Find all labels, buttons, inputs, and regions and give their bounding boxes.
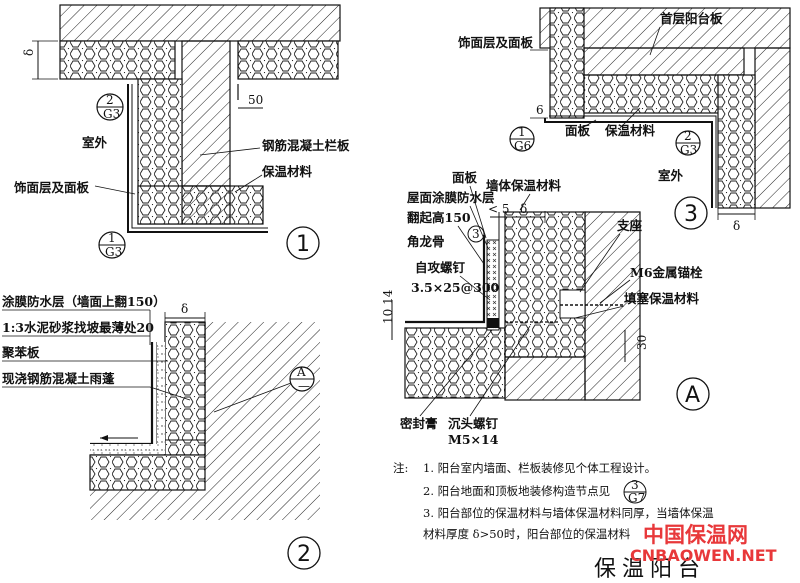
label-tap-spec: 3.5×25@300 bbox=[411, 280, 500, 295]
insulation-band bbox=[504, 211, 586, 358]
note-4: 材料厚度 δ>50时，阳台部位的保温材料 bbox=[423, 527, 631, 541]
detail-number-circle bbox=[674, 196, 708, 230]
insulation-band bbox=[404, 327, 506, 399]
callout-2-g3: 2 G3 bbox=[675, 129, 701, 157]
dim-delta: δ bbox=[181, 302, 188, 316]
note-2-callout: 3 G7 bbox=[623, 478, 647, 505]
insulation-band bbox=[59, 40, 176, 80]
insulation-band bbox=[164, 321, 206, 456]
note-1: 1. 阳台室内墙面、栏板装修见个体工程设计。 bbox=[423, 461, 656, 475]
dim-delta: δ bbox=[520, 202, 527, 216]
notes-label: 注: bbox=[393, 461, 408, 475]
slab-concrete bbox=[59, 4, 341, 42]
dim-50: 50 bbox=[248, 93, 263, 107]
label-finish-panel: 饰面层及面板 bbox=[457, 35, 534, 50]
detail-number: 3 bbox=[684, 202, 698, 227]
label-panel: 面板 bbox=[452, 170, 478, 185]
dim-delta: δ bbox=[22, 49, 36, 56]
callout-1-g6: 1 G6 bbox=[509, 125, 535, 153]
watermark-en: CNBAOWEN.NET bbox=[630, 546, 777, 565]
detail-number-circle bbox=[286, 226, 320, 260]
detail-number: 1 bbox=[296, 232, 310, 257]
svg-text:1: 1 bbox=[518, 125, 526, 139]
label-wall-insulation: 墙体保温材料 bbox=[486, 178, 562, 193]
railing-concrete bbox=[181, 40, 231, 187]
svg-text:2: 2 bbox=[106, 93, 114, 107]
svg-text:G3: G3 bbox=[103, 107, 120, 121]
label-eps: 聚苯板 bbox=[1, 345, 40, 360]
label-upturn: 翻起高150 bbox=[407, 210, 471, 225]
detail-2: δ 涂膜防水层（墙面上翻150） 1:3水泥砂浆找坡最薄处20 聚苯板 现浇钢筋… bbox=[1, 294, 321, 570]
section-a-callout: A — bbox=[213, 365, 315, 413]
label-insulation: 保温材料 bbox=[261, 164, 313, 179]
insulation-band bbox=[583, 74, 745, 114]
dim-6: 6 bbox=[536, 103, 544, 117]
label-corner-keel: 角龙骨 bbox=[407, 234, 445, 249]
label-countersunk: 沉头螺钉 bbox=[448, 416, 499, 431]
insulation-band bbox=[89, 454, 206, 491]
callout-1-g3: 1 G3 bbox=[98, 231, 126, 259]
note-2: 2. 阳台地面和顶板地装修构造节点见 bbox=[423, 484, 610, 498]
detail-1: δ 50 2 G3 1 G3 室外 钢筋混凝土栏板 保温材料 饰面层及面板 1 bbox=[13, 4, 350, 260]
svg-text:G3: G3 bbox=[680, 143, 697, 157]
svg-text:1: 1 bbox=[108, 231, 116, 245]
label-waterproof: 涂膜防水层（墙面上翻150） bbox=[2, 294, 166, 309]
label-outside: 室外 bbox=[82, 135, 108, 150]
svg-text:G3: G3 bbox=[105, 245, 122, 259]
label-insulation: 保温材料 bbox=[604, 123, 656, 138]
label-sealant: 密封膏 bbox=[399, 416, 438, 431]
svg-text:G7: G7 bbox=[628, 491, 645, 505]
label-finish-panel: 饰面层及面板 bbox=[13, 180, 90, 195]
wall-concrete bbox=[754, 47, 791, 209]
detail-3: 6 δ 1 G6 2 G3 首层阳台板 饰面层及面板 面板 保温材料 室外 3 bbox=[457, 7, 791, 233]
slab-concrete bbox=[583, 47, 745, 76]
insulation-band bbox=[717, 74, 756, 209]
svg-text:—: — bbox=[298, 379, 310, 393]
dim-delta: δ bbox=[733, 219, 740, 233]
dim-5: < 5 bbox=[488, 202, 510, 216]
label-fill-insulation: 填塞保温材料 bbox=[624, 291, 700, 306]
detail-number: 2 bbox=[297, 542, 311, 567]
label-mortar: 1:3水泥砂浆找坡最薄处20 bbox=[2, 320, 154, 335]
svg-text:A: A bbox=[296, 365, 306, 379]
detail-a: < 5 δ 10 14 30 面板 屋面涂膜防水层 翻起高150 角龙骨 3 自… bbox=[381, 170, 710, 447]
dim-30: 30 bbox=[635, 335, 649, 350]
wall-concrete bbox=[549, 7, 585, 119]
notes: 注: 1. 阳台室内墙面、栏板装修见个体工程设计。 2. 阳台地面和顶板地装修构… bbox=[393, 461, 714, 541]
svg-text:3: 3 bbox=[631, 478, 639, 492]
label-first-floor-slab: 首层阳台板 bbox=[660, 11, 723, 26]
note-3: 3. 阳台部位的保温材料与墙体保温材料同厚，当墙体保温 bbox=[423, 506, 714, 520]
callout-2-g3: 2 G3 bbox=[96, 93, 124, 121]
page-title: 保温阳台 bbox=[594, 557, 706, 582]
svg-text:G6: G6 bbox=[514, 139, 531, 153]
detail-letter: A bbox=[685, 383, 700, 408]
label-support: 支座 bbox=[616, 218, 643, 233]
detail-number-circle bbox=[287, 536, 321, 570]
label-rc-railing: 钢筋混凝土栏板 bbox=[262, 138, 350, 153]
label-outside: 室外 bbox=[658, 168, 684, 183]
slab-concrete bbox=[504, 356, 586, 401]
label-roof-membrane: 屋面涂膜防水层 bbox=[407, 190, 495, 205]
svg-text:2: 2 bbox=[684, 129, 692, 143]
detail-letter-circle bbox=[676, 377, 710, 411]
label-countersunk-spec: M5×14 bbox=[448, 432, 499, 447]
wall-concrete bbox=[584, 211, 641, 401]
label-tap-screw: 自攻螺钉 bbox=[415, 260, 466, 275]
label-rc-canopy: 现浇钢筋混凝土雨蓬 bbox=[2, 371, 115, 386]
dim-1014: 10 14 bbox=[381, 289, 395, 324]
insulation-band bbox=[237, 40, 339, 80]
watermark: 中国保温网 CNBAOWEN.NET bbox=[630, 523, 777, 565]
watermark-cn: 中国保温网 bbox=[643, 523, 748, 547]
corner-ref: 3 bbox=[472, 227, 480, 241]
label-anchor: M6金属锚栓 bbox=[630, 265, 703, 280]
railing-concrete bbox=[181, 185, 231, 225]
